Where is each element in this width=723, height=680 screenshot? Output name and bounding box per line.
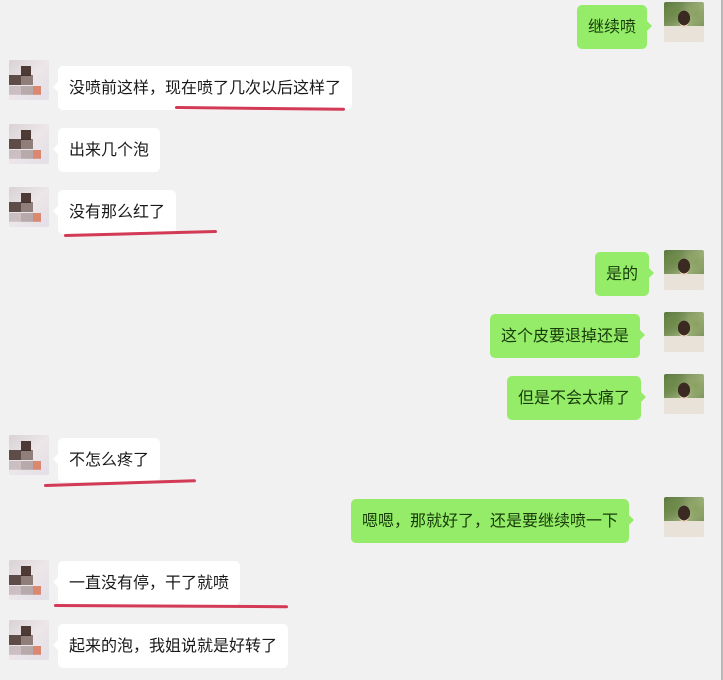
message-bubble[interactable]: 起来的泡，我姐说就是好转了 [52, 624, 289, 668]
message-bubble[interactable]: 一直没有停，干了就喷 [52, 561, 241, 605]
avatar-contact-blurred[interactable] [9, 124, 49, 164]
message-bubble[interactable]: 没有那么红了 [52, 190, 177, 234]
message-text: 一直没有停，干了就喷 [69, 573, 230, 592]
window-right-border [721, 0, 723, 680]
message-bubble[interactable]: 这个皮要退掉还是 [490, 314, 646, 358]
message-text: 继续喷 [588, 17, 637, 36]
avatar-self[interactable] [664, 2, 704, 42]
message-text: 没有那么红了 [69, 202, 166, 221]
message-bubble[interactable]: 但是不会太痛了 [507, 376, 647, 420]
message-text: 出来几个泡 [69, 140, 150, 159]
message-text: 这个皮要退掉还是 [501, 326, 630, 345]
message-bubble[interactable]: 嗯嗯，那就好了，还是要继续喷一下 [351, 499, 635, 543]
message-text: 但是不会太痛了 [518, 388, 631, 407]
avatar-contact-blurred[interactable] [9, 435, 49, 475]
message-text: 不怎么疼了 [69, 450, 150, 469]
avatar-self[interactable] [664, 250, 704, 290]
annotation-underline [174, 106, 346, 111]
avatar-self[interactable] [664, 374, 704, 414]
message-text: 是的 [606, 264, 639, 283]
avatar-contact-blurred[interactable] [9, 60, 49, 100]
avatar-contact-blurred[interactable] [9, 560, 49, 600]
message-text: 没喷前这样，现在喷了几次以后这样了 [69, 78, 342, 97]
message-bubble[interactable]: 是的 [595, 252, 655, 296]
avatar-contact-blurred[interactable] [9, 620, 49, 660]
message-text: 起来的泡，我姐说就是好转了 [69, 636, 278, 655]
message-bubble[interactable]: 继续喷 [577, 5, 653, 49]
avatar-contact-blurred[interactable] [9, 187, 49, 227]
message-bubble[interactable]: 不怎么疼了 [52, 438, 161, 482]
avatar-self[interactable] [664, 312, 704, 352]
message-bubble[interactable]: 出来几个泡 [52, 128, 161, 172]
message-bubble[interactable]: 没喷前这样，现在喷了几次以后这样了 [52, 66, 353, 110]
avatar-self[interactable] [664, 497, 704, 537]
message-text: 嗯嗯，那就好了，还是要继续喷一下 [362, 511, 619, 530]
annotation-underline [53, 604, 289, 609]
